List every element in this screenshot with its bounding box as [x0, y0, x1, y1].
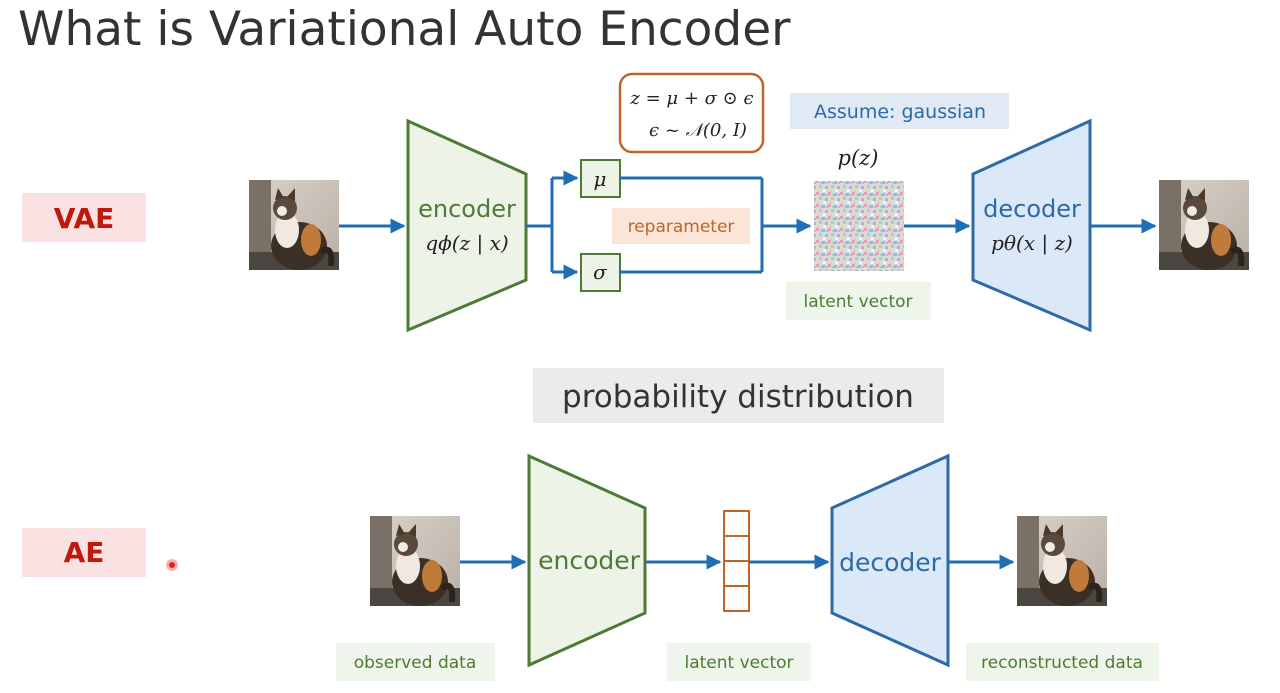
vae-input-image [249, 180, 339, 270]
ae-encoder: encoder [527, 453, 647, 668]
mu-box: μ [580, 159, 621, 198]
vae-output-image [1159, 180, 1249, 270]
observed-data-label: observed data [336, 643, 495, 681]
assume-gaussian-label: Assume: gaussian [790, 93, 1009, 129]
vae-latent-label: latent vector [786, 282, 931, 320]
pointer-dot [166, 559, 178, 571]
vae-decoder-formula: pθ(x | z) [991, 231, 1073, 256]
reparameter-label: reparameter [612, 208, 750, 244]
assume-gaussian-text: Assume: gaussian [814, 101, 986, 123]
ae-latent-label-text: latent vector [684, 653, 793, 673]
vae-encoder: encoder qϕ(z | x) [406, 118, 528, 333]
vae-decoder-label: decoder [983, 195, 1081, 223]
reparam-formula-box: z = μ + σ ⊙ ϵ ϵ ~ 𝒩(0, I) [618, 72, 765, 154]
probability-distribution-text: probability distribution [562, 379, 914, 415]
reconstructed-data-text: reconstructed data [981, 653, 1143, 673]
vae-split-connector [526, 170, 579, 280]
reconstructed-data-label: reconstructed data [966, 643, 1159, 681]
reparameter-text: reparameter [628, 217, 735, 237]
ae-latent-label: latent vector [667, 643, 811, 681]
vae-merge-connector [620, 176, 812, 274]
vae-row-label-text: VAE [54, 202, 115, 235]
reparam-formula-line2: ϵ ~ 𝒩(0, I) [649, 120, 747, 141]
ae-input-image [370, 516, 460, 606]
vae-row-label: VAE [22, 193, 146, 242]
ae-output-image [1017, 516, 1107, 606]
latent-noise-image [814, 181, 904, 271]
reparam-formula-line1: z = μ + σ ⊙ ϵ [629, 88, 753, 109]
ae-row-label: AE [22, 528, 146, 577]
probability-distribution-label: probability distribution [533, 368, 944, 423]
vae-decoder: decoder pθ(x | z) [971, 118, 1092, 333]
pz-label: p(z) [838, 146, 879, 170]
mu-symbol: μ [594, 167, 607, 191]
ae-latent-vector [723, 510, 750, 612]
ae-decoder: decoder [830, 453, 950, 668]
sigma-box: σ [580, 253, 621, 292]
vae-encoder-label: encoder [418, 195, 516, 223]
ae-decoder-label: decoder [839, 548, 942, 577]
sigma-symbol: σ [593, 260, 608, 284]
vae-latent-label-text: latent vector [803, 292, 912, 312]
vae-encoder-formula: qϕ(z | x) [425, 231, 508, 256]
ae-row-label-text: AE [64, 536, 105, 569]
observed-data-text: observed data [354, 653, 477, 673]
ae-encoder-label: encoder [538, 546, 641, 575]
slide-title: What is Variational Auto Encoder [18, 2, 791, 57]
